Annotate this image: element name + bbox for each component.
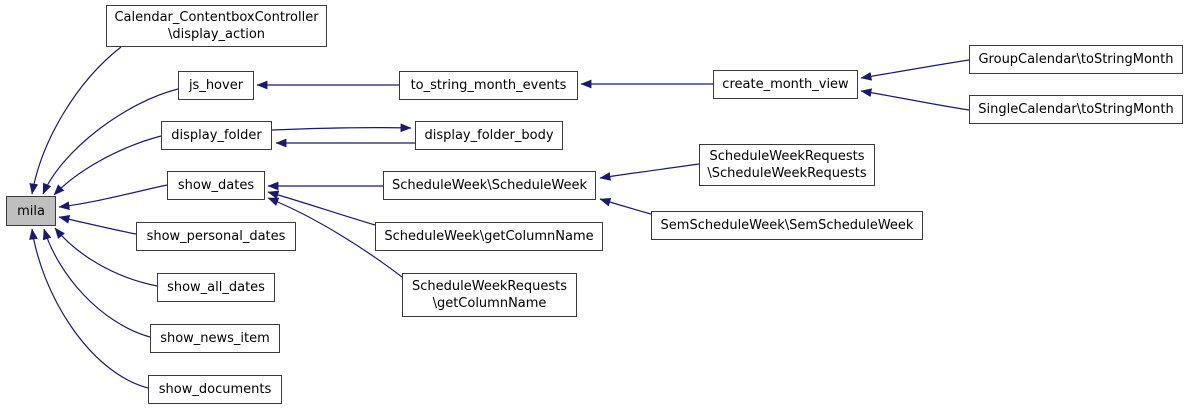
node-label: js_hover (188, 78, 244, 93)
node-to-string-month-events[interactable]: to_string_month_events (399, 71, 578, 100)
node-label: SemScheduleWeek\SemScheduleWeek (660, 218, 914, 233)
edge-display_folder-to-mila (53, 135, 162, 196)
node-label: show_news_item (160, 331, 270, 346)
node-scheduleweekrequests-scheduleweekrequests[interactable]: ScheduleWeekRequests \ScheduleWeekReques… (699, 144, 875, 186)
node-show-personal-dates[interactable]: show_personal_dates (136, 222, 296, 251)
edge-show_personal_dates-to-mila (58, 214, 137, 235)
edge-scheduleweekrequests_ctor-to-scheduleweek_ctor (599, 163, 700, 181)
node-label-line: \display_action (167, 27, 266, 42)
edge-show_news_item-to-mila (42, 228, 151, 338)
node-label-line: Calendar_ContentboxController (114, 10, 319, 25)
node-show-documents[interactable]: show_documents (148, 375, 282, 404)
node-label: to_string_month_events (410, 78, 567, 93)
node-display-folder-body[interactable]: display_folder_body (415, 121, 563, 150)
edge-js_hover-to-mila (42, 88, 179, 195)
node-js-hover[interactable]: js_hover (178, 71, 254, 100)
node-mila-label: mila (17, 203, 45, 219)
node-calendar-contentboxcontroller-display-action[interactable]: Calendar_ContentboxController \display_a… (106, 5, 327, 47)
node-label: GroupCalendar\toStringMonth (978, 52, 1174, 67)
edge-show_all_dates-to-mila (54, 227, 158, 287)
node-label: show_documents (158, 382, 272, 397)
node-singlecalendar-tostringmonth[interactable]: SingleCalendar\toStringMonth (969, 95, 1183, 124)
node-label: SingleCalendar\toStringMonth (978, 102, 1174, 117)
edge-singlecalendar_tostringmonth-to-create_month_view (860, 88, 970, 111)
node-display-folder[interactable]: display_folder (161, 121, 272, 150)
node-semscheduleweek-semscheduleweek[interactable]: SemScheduleWeek\SemScheduleWeek (651, 211, 923, 240)
edge-display_folder-to-display_folder_body (271, 123, 412, 133)
edge-show_documents-to-mila (29, 228, 149, 389)
node-label: create_month_view (722, 77, 849, 92)
edge-scheduleweekrequests_getcolumnname-to-show_dates (267, 197, 403, 278)
node-label: show_dates (177, 178, 255, 193)
node-label: display_folder_body (424, 128, 554, 143)
node-label-line: \getColumnName (432, 296, 547, 311)
node-label-line: ScheduleWeekRequests (412, 279, 567, 294)
edge-scheduleweek_getcolumnname-to-show_dates (267, 190, 376, 226)
node-create-month-view[interactable]: create_month_view (713, 70, 858, 99)
node-label: show_personal_dates (146, 229, 286, 244)
node-scheduleweek-scheduleweek[interactable]: ScheduleWeek\ScheduleWeek (383, 171, 596, 200)
node-label: display_folder (171, 128, 262, 143)
node-show-dates[interactable]: show_dates (167, 171, 265, 200)
node-label: show_all_dates (167, 280, 265, 295)
edge-semscheduleweek_ctor-to-scheduleweek_ctor (599, 197, 652, 215)
edge-display_action-to-mila (29, 46, 122, 195)
node-show-news-item[interactable]: show_news_item (150, 324, 280, 353)
node-label-line: \ScheduleWeekRequests (707, 166, 867, 181)
edge-groupcalendar_tostringmonth-to-create_month_view (860, 59, 970, 81)
node-scheduleweekrequests-getcolumnname[interactable]: ScheduleWeekRequests \getColumnName (402, 273, 577, 317)
node-scheduleweek-getcolumnname[interactable]: ScheduleWeek\getColumnName (375, 222, 603, 251)
node-mila[interactable]: mila (6, 196, 56, 226)
node-groupcalendar-tostringmonth[interactable]: GroupCalendar\toStringMonth (969, 45, 1183, 74)
node-show-all-dates[interactable]: show_all_dates (157, 273, 275, 302)
node-label-line: ScheduleWeekRequests (709, 149, 865, 164)
edge-show_dates-to-mila (58, 184, 168, 211)
node-label: ScheduleWeek\getColumnName (384, 229, 594, 244)
node-label: ScheduleWeek\ScheduleWeek (391, 178, 588, 193)
